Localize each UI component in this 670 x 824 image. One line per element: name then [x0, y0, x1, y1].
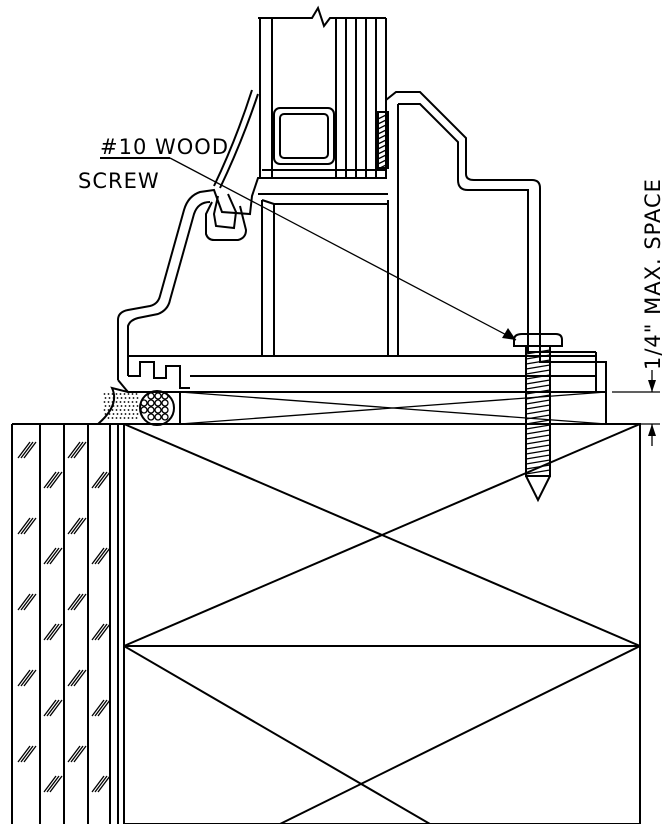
- sash-glazing: [258, 5, 389, 178]
- masonry-hatching: [17, 441, 111, 793]
- callout-line2: SCREW: [78, 169, 160, 193]
- callout-line1: #10 WOOD: [100, 135, 229, 159]
- callout-leader: [100, 157, 517, 341]
- masonry-wall: [11, 423, 120, 824]
- dimension-label: 1/4" MAX. SPACE: [641, 178, 665, 370]
- sealant-backer-rod: [95, 386, 181, 426]
- wood-screw: [513, 333, 563, 503]
- dimension-marker: [612, 370, 660, 446]
- wood-buck: [123, 423, 641, 824]
- window-frame: [117, 89, 607, 393]
